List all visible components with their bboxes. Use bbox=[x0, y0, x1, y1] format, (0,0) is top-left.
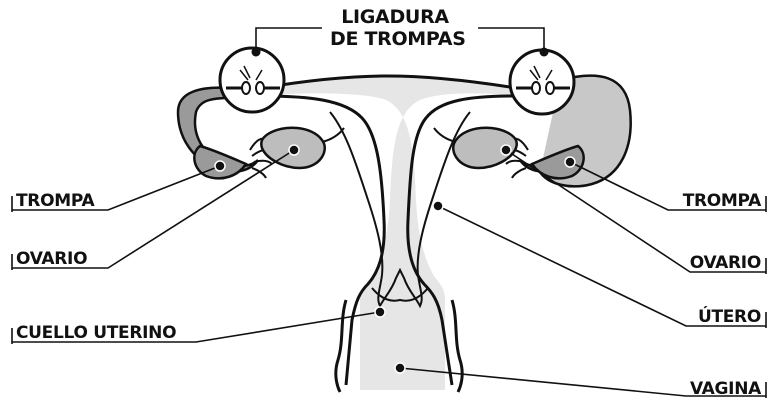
leader-title-right bbox=[478, 28, 544, 52]
right-ligation-circle bbox=[510, 50, 574, 114]
label-utero: ÚTERO bbox=[698, 309, 761, 326]
dot-title-right bbox=[540, 48, 549, 57]
dot-vagina bbox=[395, 363, 405, 373]
label-ovario-right: OVARIO bbox=[690, 255, 761, 272]
dot-ovario-right bbox=[501, 145, 511, 155]
title-ligadura: LIGADURA DE TROMPAS bbox=[330, 6, 460, 50]
label-trompa-right: TROMPA bbox=[683, 193, 761, 210]
label-ovario-left: OVARIO bbox=[16, 251, 87, 268]
dot-title-left bbox=[252, 48, 261, 57]
title-line-1: LIGADURA bbox=[330, 6, 460, 28]
uterus-body bbox=[258, 76, 520, 390]
vagina-right-wall bbox=[452, 300, 462, 392]
label-trompa-left: TROMPA bbox=[16, 193, 94, 210]
dot-trompa-right bbox=[565, 157, 575, 167]
dot-utero bbox=[433, 201, 443, 211]
dot-ovario-left bbox=[289, 145, 299, 155]
leader-title-left bbox=[256, 28, 322, 52]
title-line-2: DE TROMPAS bbox=[330, 28, 460, 50]
dot-trompa-left bbox=[215, 161, 225, 171]
left-ligation-circle bbox=[220, 48, 284, 112]
label-vagina: VAGINA bbox=[690, 381, 761, 398]
label-cuello-uterino: CUELLO UTERINO bbox=[16, 325, 176, 342]
dot-cuello bbox=[375, 307, 385, 317]
vagina-left-wall bbox=[336, 300, 346, 392]
